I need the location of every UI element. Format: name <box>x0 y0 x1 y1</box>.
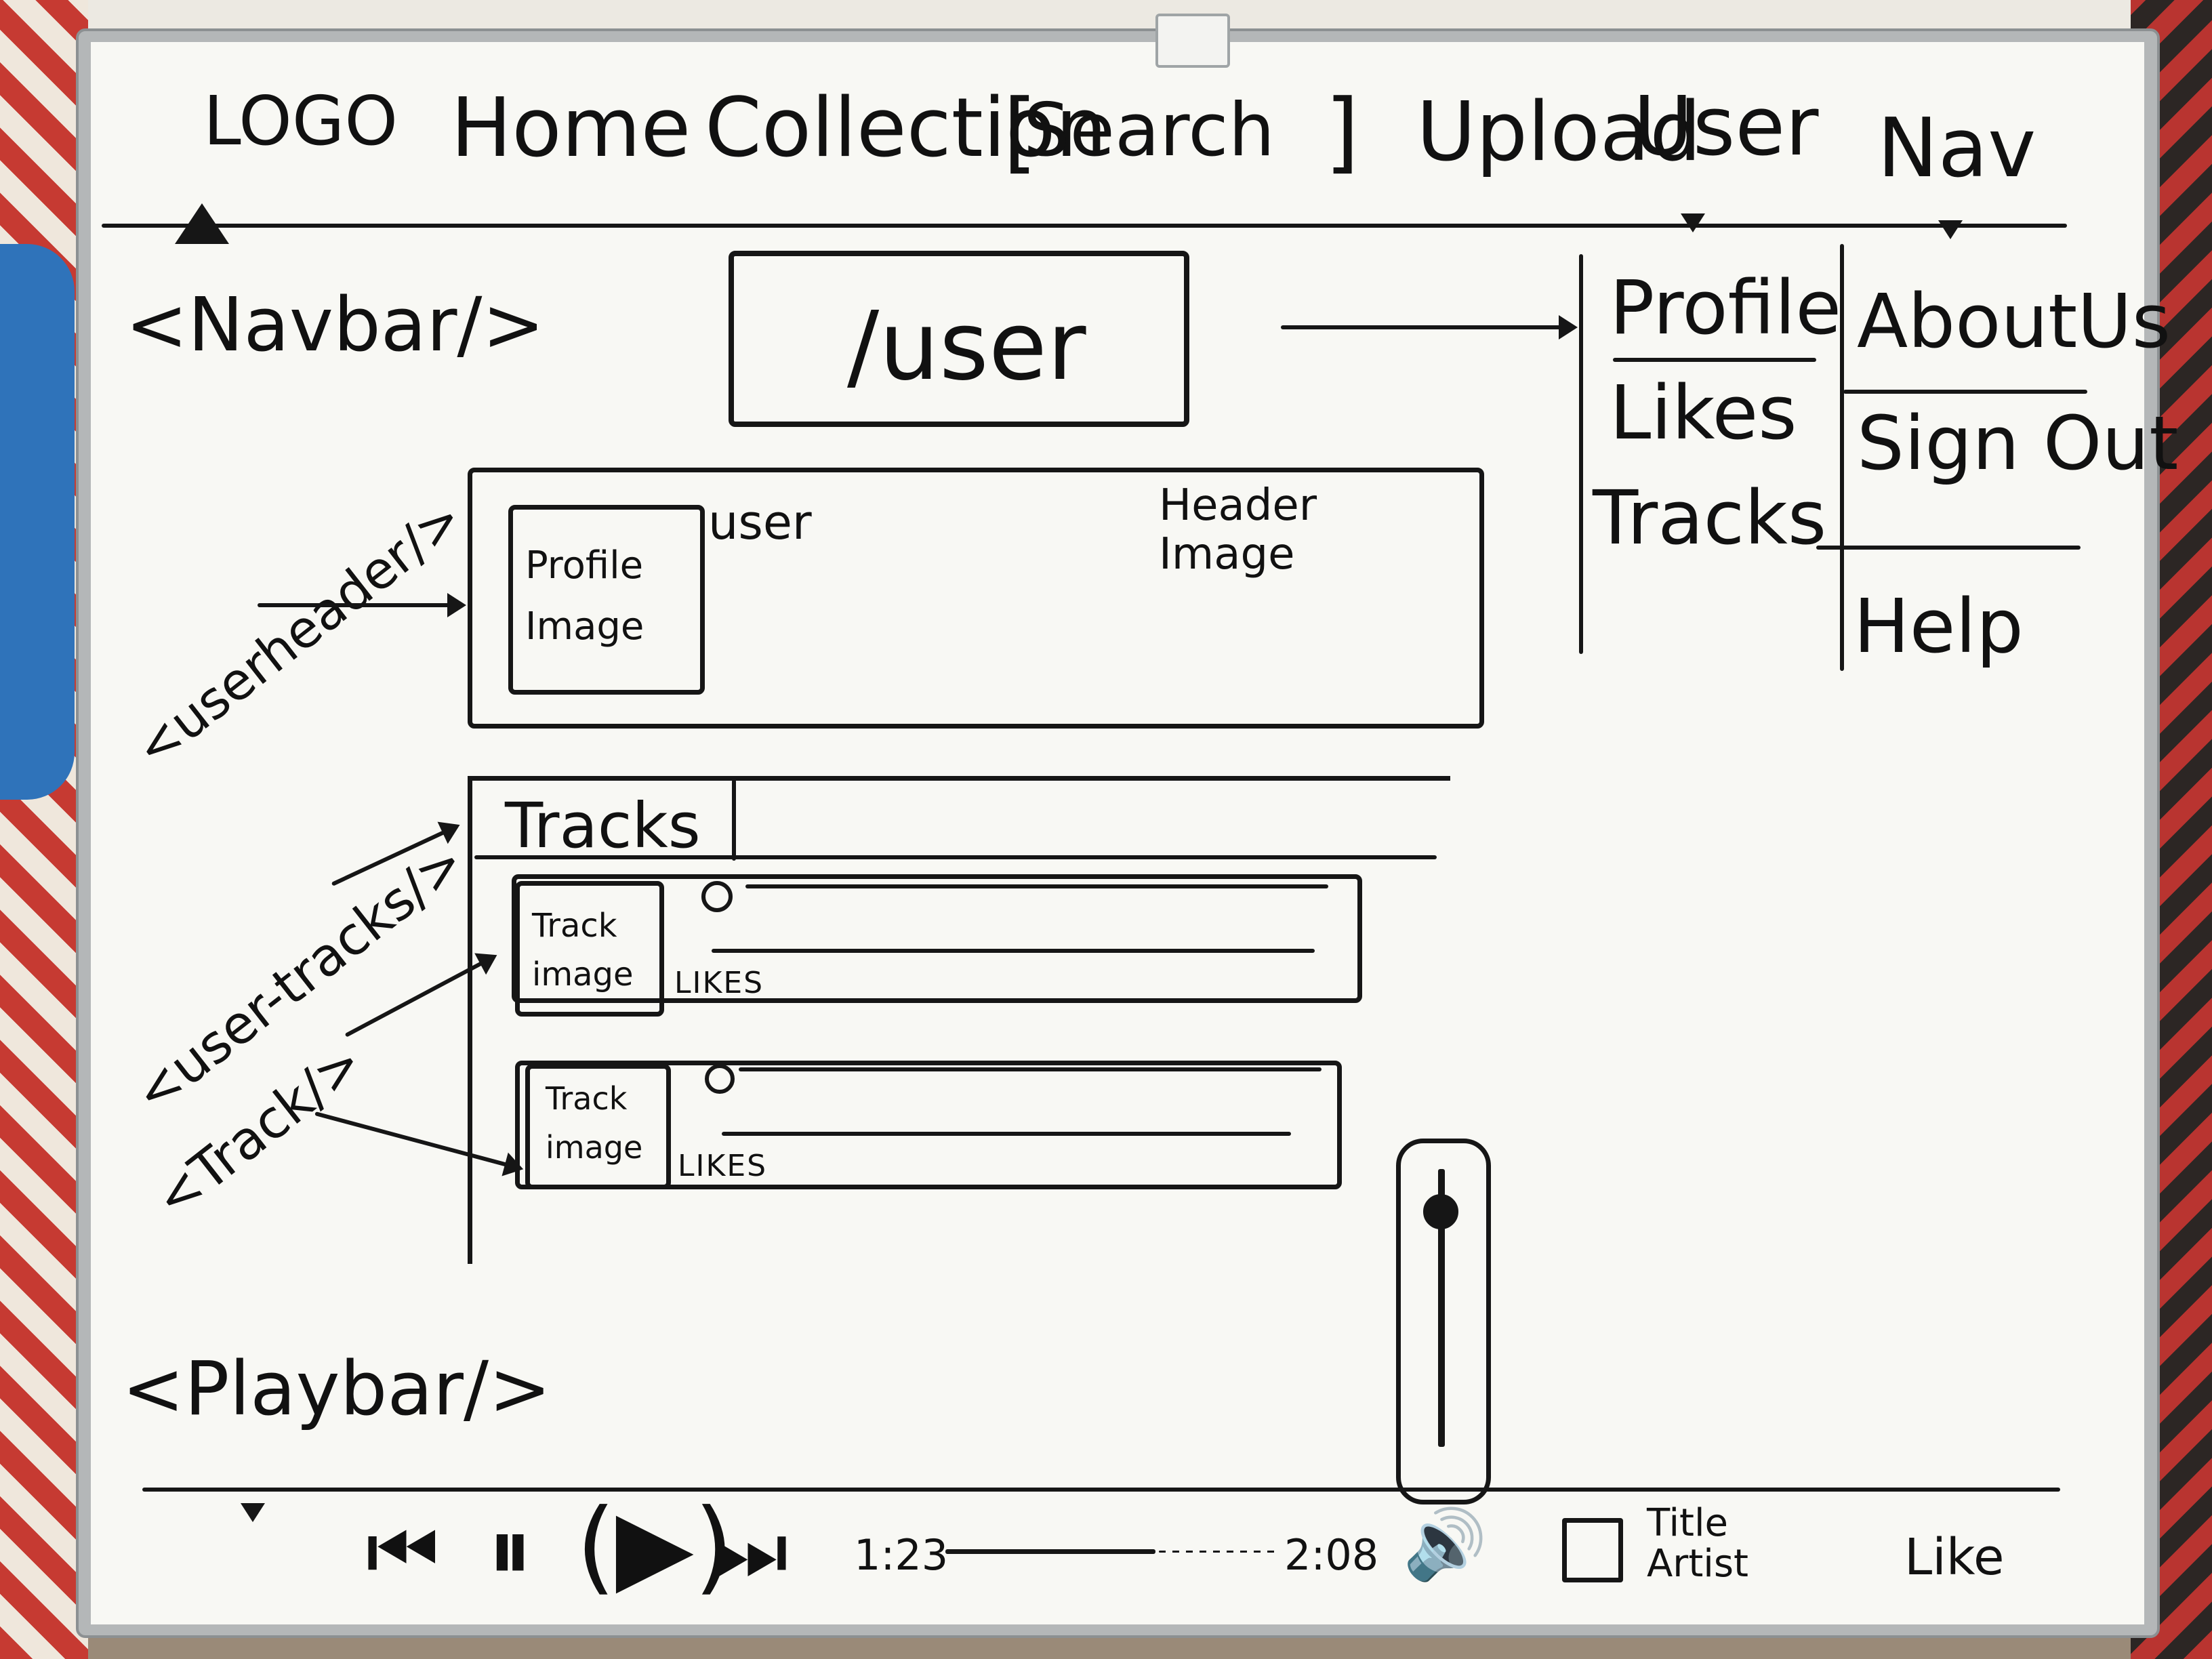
navbar-divider <box>102 224 2067 228</box>
profile-image-box <box>508 505 705 695</box>
next-icon[interactable]: ⏭ <box>715 1504 788 1599</box>
pause-icon[interactable]: ⏸ <box>488 1498 533 1601</box>
play-icon[interactable] <box>705 1064 735 1094</box>
track-1-progress-line <box>712 949 1315 953</box>
playbar-annotation: <Playbar/> <box>122 1345 552 1432</box>
volume-slider-track[interactable] <box>1438 1169 1445 1447</box>
track-row-2[interactable] <box>515 1061 1342 1189</box>
like-button[interactable]: Like <box>1904 1528 2005 1586</box>
nav-menu-signout[interactable]: Sign Out <box>1857 400 2179 487</box>
play-icon[interactable]: (▶) <box>576 1488 734 1605</box>
nav-menu-pointer-icon <box>1938 220 1963 239</box>
tracks-tab-divider <box>732 779 736 861</box>
route-label: /user <box>847 291 1086 402</box>
track-image-1 <box>515 881 664 1017</box>
previous-icon[interactable]: ⏮ <box>366 1504 439 1599</box>
nav-menu-about[interactable]: AboutUs <box>1857 278 2171 365</box>
user-menu-border <box>1579 254 1583 654</box>
playbar-progress-filled[interactable] <box>945 1549 1155 1554</box>
track-image-1-label: Track image <box>532 907 634 994</box>
track-image-2 <box>525 1064 671 1189</box>
profile-image-label: Profile Image <box>525 544 644 649</box>
track-2-progress-line <box>722 1132 1291 1136</box>
user-menu-tracks[interactable]: Tracks <box>1593 474 1827 561</box>
nav-menu-trigger[interactable]: Nav <box>1877 102 2036 196</box>
search-bracket-left: [ <box>1003 80 1038 183</box>
track-1-likes[interactable]: LIKES <box>674 966 764 1000</box>
header-image-label: Header Image <box>1159 480 1317 579</box>
track-row-1[interactable] <box>512 874 1362 1003</box>
playbar-duration: 2:08 <box>1284 1530 1379 1580</box>
track-2-likes[interactable]: LIKES <box>678 1149 768 1183</box>
upload-button[interactable]: Upload <box>1416 85 1702 180</box>
route-box <box>729 251 1189 427</box>
navbar-annotation: <Navbar/> <box>125 281 545 368</box>
track-2-title-line <box>739 1067 1322 1071</box>
nav-menu-separator-1 <box>1843 390 2087 394</box>
nav-menu-separator-2 <box>1816 546 2081 550</box>
album-thumbnail <box>1562 1518 1623 1582</box>
track-1-title-line <box>745 884 1328 888</box>
route-to-user-menu-arrow <box>1281 315 1578 340</box>
user-menu-pointer-icon <box>1681 213 1705 232</box>
playbar-progress-remaining[interactable] <box>1159 1551 1281 1553</box>
nav-menu-help[interactable]: Help <box>1853 583 2024 670</box>
user-header-banner <box>468 468 1484 729</box>
playbar-current-time: 1:23 <box>854 1530 949 1580</box>
background-left-chair <box>0 244 75 800</box>
logo[interactable]: LOGO <box>203 81 398 161</box>
play-icon[interactable] <box>701 881 733 912</box>
track-title: Title <box>1647 1501 1729 1545</box>
search-bracket-right: ] <box>1325 80 1359 183</box>
user-tracks-panel <box>468 776 1450 1264</box>
user-menu-trigger[interactable]: User <box>1633 80 1819 174</box>
tracks-tab-underline <box>474 855 1437 859</box>
track-image-2-label: Track image <box>546 1080 643 1166</box>
user-name: user <box>708 495 812 550</box>
userheader-arrow <box>258 593 466 617</box>
whiteboard <box>91 42 2144 1624</box>
user-menu-separator <box>1613 358 1816 362</box>
track-artist: Artist <box>1647 1542 1748 1586</box>
search-input[interactable]: Search <box>1023 88 1275 173</box>
playbar-divider <box>142 1488 2060 1492</box>
user-menu-profile[interactable]: Profile <box>1610 264 1842 351</box>
volume-panel <box>1396 1139 1491 1504</box>
nav-home[interactable]: Home <box>451 81 691 176</box>
volume-slider-thumb[interactable] <box>1423 1194 1458 1229</box>
user-menu-likes[interactable]: Likes <box>1610 369 1797 456</box>
nav-menu-border <box>1840 244 1844 671</box>
board-clip <box>1155 14 1230 68</box>
nav-collection[interactable]: Collection <box>705 81 1107 176</box>
navbar-pointer-icon <box>175 203 229 244</box>
tracks-tab[interactable]: Tracks <box>505 790 701 862</box>
volume-icon[interactable]: 🔊 <box>1403 1504 1488 1584</box>
playbar-pointer-icon <box>241 1503 265 1522</box>
